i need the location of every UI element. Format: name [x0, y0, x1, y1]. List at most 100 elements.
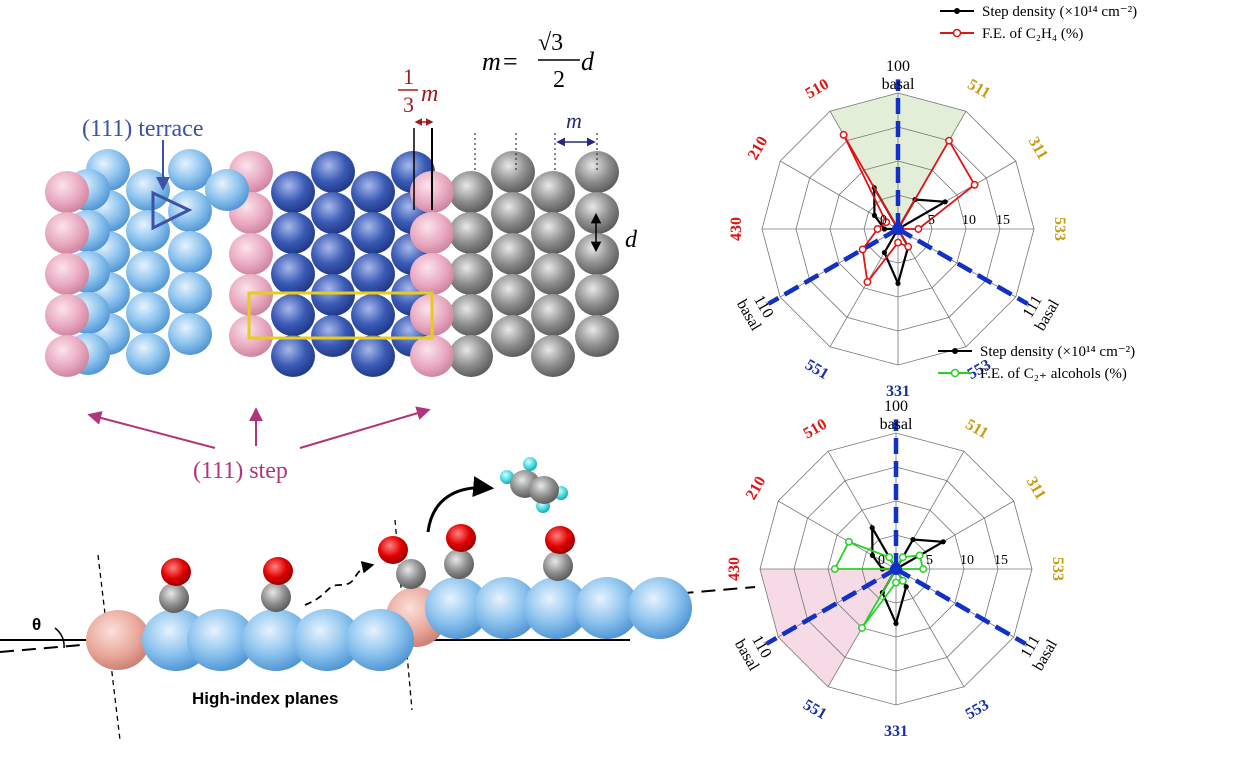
gray-atom — [531, 212, 575, 254]
terrace-atom — [425, 577, 489, 639]
gray-atom — [449, 212, 493, 254]
carbon-atom — [159, 583, 189, 613]
series-point — [863, 278, 872, 286]
axis-label-group: 430 — [728, 217, 745, 241]
gray-atom — [491, 274, 535, 316]
series-point — [940, 539, 946, 545]
terrace-atom — [311, 233, 355, 275]
series-point — [919, 565, 928, 573]
radial-tick: 10 — [960, 553, 974, 568]
side-view-schematic — [0, 457, 756, 741]
series-point — [970, 180, 979, 189]
spoke — [778, 500, 897, 570]
legend-label: F.E. of C₂H₄ (%) — [982, 26, 1083, 42]
axis-label: 210 — [743, 474, 770, 503]
radial-tick: 15 — [994, 553, 1008, 568]
gray-atom — [531, 335, 575, 377]
terrace-atom — [311, 315, 355, 357]
gray-atom — [575, 233, 619, 275]
step-atom — [45, 212, 89, 254]
gray-atom — [575, 274, 619, 316]
axis-label: 210 — [745, 134, 772, 163]
axis-label-group: 553 — [963, 696, 992, 723]
axis-label: 533 — [1051, 217, 1068, 241]
terrace-atom — [293, 609, 361, 671]
axis-label-group: 331 — [884, 723, 908, 740]
terrace-atom — [346, 609, 414, 671]
series-point — [858, 245, 867, 254]
axis-label-group: 510 — [803, 76, 832, 103]
gray-atom — [531, 171, 575, 213]
axis-label: 331 — [884, 723, 908, 740]
axis-label: 331 — [886, 383, 910, 400]
basal-axis — [767, 227, 900, 306]
theta-label: θ — [32, 615, 41, 634]
gray-atom — [491, 315, 535, 357]
terrace-atom — [126, 333, 170, 375]
radial-tick: 5 — [928, 213, 935, 228]
terrace-atom — [271, 253, 315, 295]
svg-text:m: m — [421, 81, 438, 107]
step-atom — [410, 335, 454, 377]
series-point — [873, 225, 882, 233]
axis-label: 510 — [801, 416, 830, 443]
gray-atom — [575, 192, 619, 234]
axis-label-group: 511 — [962, 416, 991, 442]
step-atom — [229, 233, 273, 275]
axis-label: 100 — [886, 58, 910, 75]
terrace-atom — [351, 335, 395, 377]
gray-atom — [531, 294, 575, 336]
terrace-atom — [351, 171, 395, 213]
axis-label: 311 — [1025, 134, 1051, 163]
desorption-arrow — [426, 476, 495, 533]
radial-tick: 5 — [926, 553, 933, 568]
gray-atom — [575, 315, 619, 357]
axis-label-group: 210 — [743, 474, 770, 503]
legend-label: Step density (×10¹⁴ cm⁻²) — [982, 4, 1137, 20]
legend-label: Step density (×10¹⁴ cm⁻²) — [980, 344, 1135, 360]
basal-axis — [894, 567, 1027, 646]
carbon-atom — [396, 559, 426, 589]
axis-label-group: 430 — [726, 557, 743, 581]
series-point — [898, 553, 907, 562]
radial-tick: 0 — [880, 213, 887, 228]
gray-atom — [449, 335, 493, 377]
terrace-atom — [168, 231, 212, 273]
spoke — [780, 160, 899, 230]
legend-marker — [952, 28, 962, 38]
axis-sublabel: basal — [880, 416, 913, 433]
axis-label-group: 510 — [801, 416, 830, 443]
radial-tick: 15 — [996, 213, 1010, 228]
oxygen-atom — [545, 526, 575, 554]
series-point — [858, 623, 866, 632]
oxygen-atom — [263, 557, 293, 585]
svg-text:=: = — [503, 47, 518, 76]
svg-text:2: 2 — [553, 67, 565, 93]
center-marker — [892, 223, 904, 235]
migration-arrow — [304, 561, 375, 606]
series-point — [903, 584, 909, 590]
series-point — [869, 525, 875, 531]
step-atom — [45, 171, 89, 213]
center-marker — [890, 563, 902, 575]
terrace-atom — [126, 251, 170, 293]
spoke — [897, 228, 1016, 298]
high-index-label: High-index planes — [192, 689, 338, 708]
terrace-atom — [187, 609, 255, 671]
d-label: d — [625, 227, 638, 253]
gray-atom — [491, 233, 535, 275]
dotted-guides — [474, 133, 598, 172]
unit-cell-box — [247, 291, 434, 340]
terrace-label: (111) terrace — [82, 116, 203, 142]
series-point — [942, 199, 948, 205]
axis-label-group: 511 — [964, 76, 993, 102]
terrace-atom — [575, 577, 639, 639]
series-point — [882, 218, 891, 227]
step-atom — [86, 610, 150, 670]
axis-label-group: 311 — [1025, 134, 1051, 163]
carbon-atom — [543, 551, 573, 581]
spacing-formula: m = √3 2 d — [482, 30, 595, 93]
series-point — [881, 249, 888, 256]
